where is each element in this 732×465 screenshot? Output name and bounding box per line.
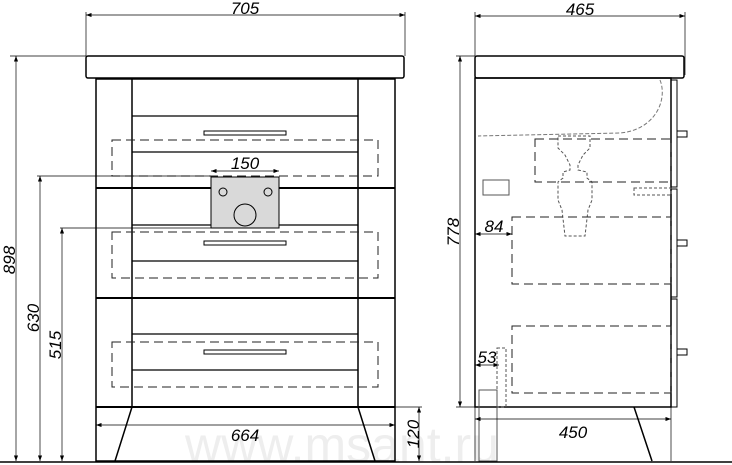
dim-offset-upper: 84: [485, 217, 504, 236]
hidden-drawer-outline: [111, 139, 379, 177]
legs: [114, 406, 376, 462]
cabinet-body: [95, 78, 396, 462]
dim-plate-width: 150: [231, 154, 260, 173]
drawer-handle: [203, 240, 287, 246]
countertop: [85, 55, 405, 79]
cabinet-side: [474, 77, 672, 408]
mounting-plate: [210, 176, 280, 229]
dim-height-body: 778: [444, 217, 463, 246]
dim-depth-top: 465: [566, 0, 595, 19]
knob: [676, 130, 688, 138]
dim-depth-body: 450: [559, 423, 588, 442]
front-view: 705 150 898 630 515 664 120: [0, 0, 423, 462]
dim-height-total: 898: [0, 245, 19, 274]
dim-plate-bottom-height: 515: [46, 330, 65, 359]
side-view: 465 778 84 53 450: [444, 0, 688, 462]
drawer-handle: [203, 349, 287, 355]
hidden-drawer-outline: [111, 341, 379, 388]
dim-offset-lower: 53: [478, 348, 497, 367]
dim-plate-top-height: 630: [24, 303, 43, 332]
dim-width-top: 705: [231, 0, 260, 18]
dim-width-body: 664: [231, 426, 259, 445]
pipe: [478, 389, 498, 462]
knob: [676, 348, 688, 356]
drawer-rails: [132, 115, 358, 371]
siphon-trap: [557, 135, 593, 237]
hidden-drawer-outline: [111, 231, 379, 279]
door-fronts: [670, 79, 678, 408]
knob: [676, 239, 688, 247]
leg-side: [633, 406, 653, 462]
dim-leg-height: 120: [404, 419, 423, 448]
countertop-side: [474, 55, 685, 79]
basin-outline: [477, 79, 663, 137]
drawer-handle: [203, 130, 287, 136]
